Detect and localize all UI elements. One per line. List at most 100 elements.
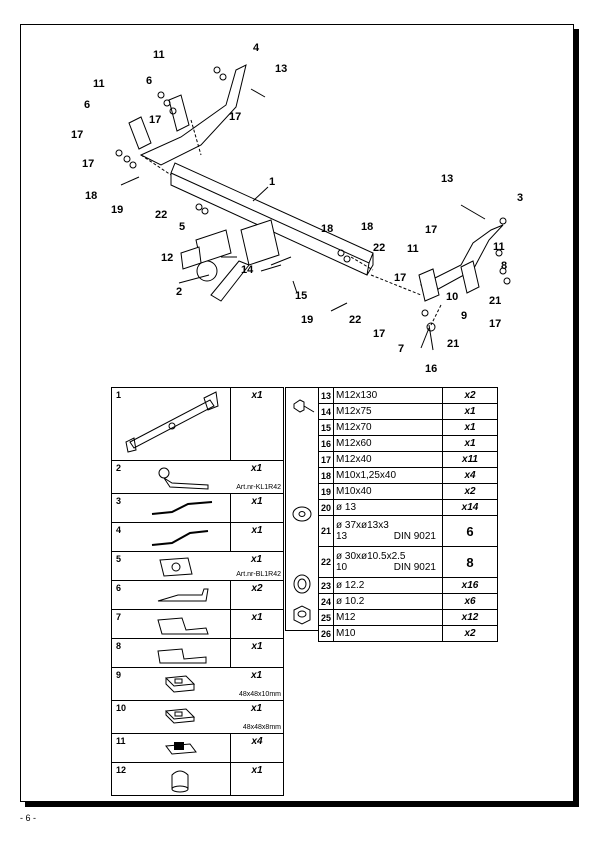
callout-17c: 17 [71, 129, 83, 141]
callout-18b: 18 [321, 223, 333, 235]
callout-1: 1 [269, 176, 275, 188]
part-cap-image [171, 770, 189, 793]
callout-21b: 21 [447, 338, 459, 350]
part-bracket-7-image [157, 617, 209, 635]
part-number: 1 [116, 390, 122, 400]
callout-22b: 22 [373, 242, 385, 254]
callout-8: 8 [501, 260, 507, 272]
part-article-number: Art.nr-KL1R42 [236, 484, 281, 491]
washer-hole-icon [298, 511, 306, 517]
callout-21a: 21 [489, 295, 501, 307]
parts-table-left: 1 x1 2 x1 Art.nr-KL1R42 3 x1 [111, 387, 284, 796]
table-row: 3 x1 [111, 493, 284, 523]
callout-11a: 11 [153, 49, 165, 61]
part-number: 2 [116, 463, 122, 473]
part-bracket-8-image [157, 648, 207, 664]
table-row: 4 x1 [111, 522, 284, 552]
part-desc: ø 30xø10.5x2.5 [336, 551, 406, 562]
table-row: 8 x1 [111, 638, 284, 668]
part-qty: x1 [250, 670, 263, 681]
part-number: 9 [116, 670, 122, 680]
part-qty: x1 [250, 463, 263, 474]
hardware-icons-column [285, 387, 318, 631]
part-qty: x1 [250, 554, 263, 565]
part-spacer-10-image [164, 708, 196, 724]
part-bracket-4-image [151, 530, 209, 546]
callout-2: 2 [176, 286, 182, 298]
part-qty: x4 [251, 736, 263, 747]
callout-4: 4 [253, 42, 260, 54]
spring-washer-hole-icon [297, 578, 307, 590]
callout-6b: 6 [84, 99, 90, 111]
callout-7: 7 [398, 343, 404, 355]
part-number: 5 [116, 554, 122, 564]
callout-17h: 17 [489, 318, 501, 330]
hardware-icons [292, 399, 315, 625]
part-qty: x2 [251, 583, 263, 594]
part-number: 12 [116, 765, 127, 775]
callout-10: 10 [446, 291, 458, 303]
table-row: 11 x4 [111, 733, 284, 763]
part-dimensions: 48x48x8mm [242, 724, 281, 731]
part-number: 11 [116, 736, 126, 746]
part-qty: x1 [250, 703, 263, 714]
callout-17f: 17 [394, 272, 406, 284]
callout-17a: 17 [149, 114, 161, 126]
part-towball-image [158, 467, 209, 490]
table-row: 5 x1 Art.nr-BL1R42 [111, 551, 284, 581]
callout-19b: 19 [301, 314, 313, 326]
page-frame: 1 2 3 4 5 6 6 7 8 9 10 11 11 11 11 12 13… [20, 24, 574, 802]
callout-15: 15 [295, 290, 307, 302]
table-row: 7 x1 [111, 609, 284, 639]
table-row: 9 x1 48x48x10mm [111, 667, 284, 701]
part-dimensions: 48x48x10mm [238, 691, 281, 698]
exploded-diagram: 1 2 3 4 5 6 6 7 8 9 10 11 11 11 11 12 13… [71, 42, 523, 375]
part-crossbar-image [125, 391, 219, 453]
callout-9: 9 [461, 310, 467, 322]
part-qty: x1 [251, 612, 263, 623]
table-row: 1 x1 [111, 387, 284, 461]
part-number: 4 [116, 525, 122, 535]
callout-6a: 6 [146, 75, 152, 87]
callout-13b: 13 [441, 173, 453, 185]
bolt-icon [293, 399, 305, 413]
part-number: 7 [116, 612, 122, 622]
callout-18c: 18 [361, 221, 373, 233]
part-qty: x1 [251, 525, 263, 536]
part-bracket-6-image [157, 588, 209, 602]
callout-16: 16 [425, 363, 437, 375]
callout-13a: 13 [275, 63, 287, 75]
table-row: 2 x1 Art.nr-KL1R42 [111, 460, 284, 494]
bolt-shank-icon [303, 405, 315, 413]
part-qty: x1 [251, 390, 263, 401]
callout-17g: 17 [373, 328, 385, 340]
part-mount-plate-image [159, 557, 193, 577]
part-number: 10 [116, 703, 127, 713]
table-row: 12 x1 [111, 762, 284, 796]
callout-17d: 17 [82, 158, 94, 170]
callout-22c: 22 [349, 314, 361, 326]
table-row: 6 x2 [111, 580, 284, 610]
callout-18a: 18 [85, 190, 97, 202]
callout-3: 3 [517, 192, 523, 204]
callout-5: 5 [179, 221, 185, 233]
part-clip-nut-image [165, 742, 197, 755]
callout-11d: 11 [493, 241, 505, 253]
part-qty: x1 [251, 641, 263, 652]
callout-19a: 19 [111, 204, 123, 216]
part-number: 6 [116, 583, 122, 593]
part-qty: x1 [251, 496, 263, 507]
part-bracket-3-image [151, 501, 213, 515]
